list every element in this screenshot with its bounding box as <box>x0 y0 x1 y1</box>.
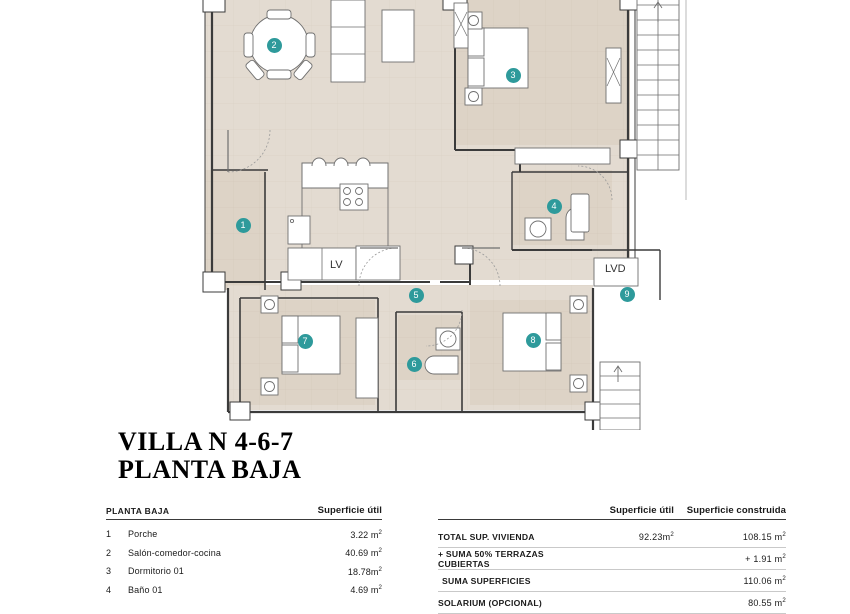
room-area: 18.78m2 <box>347 565 382 577</box>
kitchen <box>287 157 401 281</box>
title-line-1: VILLA N 4-6-7 <box>118 427 294 456</box>
room-schedule-body: 1 Porche 3.22 m2 2 Salón-comedor-cocina 40.69… <box>106 525 382 599</box>
room-schedule-row: 2 Salón-comedor-cocina 40.69 m2 <box>106 544 382 563</box>
room-schedule-row: 3 Dormitorio 01 18.78m2 <box>106 562 382 581</box>
room-area: 3.22 m2 <box>350 528 382 540</box>
laundry-lvd-label: LVD <box>605 263 626 275</box>
summary-label: TOTAL SUP. VIVIENDA <box>438 531 535 542</box>
room-schedule-row: 4 Baño 01 4.69 m2 <box>106 581 382 600</box>
room-marker-distribuidor: 5 <box>408 287 424 303</box>
summary-label: SUMA SUPERFICIES <box>442 575 531 586</box>
room-marker-terraza: 9 <box>619 286 635 302</box>
room-marker-dormitorio-03: 8 <box>525 332 541 348</box>
plan-furniture <box>243 0 639 399</box>
wardrobe <box>355 317 379 399</box>
bed-bedroom-8 <box>502 295 588 393</box>
room-name: Salón-comedor-cocina <box>128 547 222 558</box>
room-marker-salon-comedor-cocina: 2 <box>266 37 282 53</box>
summary-row: SUMA SUPERFICIES 110.06 m2 <box>438 570 786 592</box>
side-table <box>381 9 415 63</box>
bathroom-4-fixtures <box>524 193 590 241</box>
summary-col-util: Superficie útil <box>609 505 674 516</box>
summary-row: + SUMA 50% TERRAZAS CUBIERTAS + 1.91 m2 <box>438 548 786 570</box>
summary-row: TOTAL SUP. VIVIENDA 92.23m2 108.15 m2 <box>438 526 786 548</box>
room-schedule-row: 1 Porche 3.22 m2 <box>106 525 382 544</box>
summary-construida: 108.15 m2 <box>742 531 786 542</box>
room-number: 3 <box>106 566 112 577</box>
summary-row: SOLARIUM (OPCIONAL) 80.55 m2 <box>438 592 786 614</box>
page-title: VILLA N 4-6-7 PLANTA BAJA <box>118 428 301 484</box>
room-name: Baño 01 <box>128 584 163 595</box>
summary-util: 92.23m2 <box>638 531 674 542</box>
summary-col-construida: Superficie construida <box>686 505 786 516</box>
summary-table: Superficie útil Superficie construida TO… <box>438 505 786 614</box>
summary-table-header: Superficie útil Superficie construida <box>438 505 786 520</box>
bathroom-6-fixtures <box>424 327 461 375</box>
room-number: 2 <box>106 547 112 558</box>
bed-bedroom-3 <box>464 11 529 106</box>
room-number: 1 <box>106 529 112 540</box>
title-line-2: PLANTA BAJA <box>118 455 302 484</box>
summary-construida: 80.55 m2 <box>748 597 786 608</box>
plan-door-leaves <box>227 130 500 249</box>
kitchen-lv-label: LV <box>330 259 343 271</box>
laundry-lvd <box>593 257 639 287</box>
stairs-upper <box>636 0 680 171</box>
room-schedule-col-util: Superficie útil <box>317 505 382 516</box>
wardrobe <box>453 2 469 49</box>
room-schedule-title: PLANTA BAJA <box>106 506 170 516</box>
room-marker-porche: 1 <box>235 217 251 233</box>
room-name: Dormitorio 01 <box>128 566 184 577</box>
summary-construida: + 1.91 m2 <box>745 553 786 564</box>
room-schedule-header: PLANTA BAJA Superficie útil <box>106 505 382 520</box>
summary-construida: 110.06 m2 <box>743 575 786 586</box>
room-marker-bano-01: 4 <box>546 198 562 214</box>
floor-plan-drawing: LV LVD 1 2 3 4 5 6 7 8 9 <box>202 0 687 430</box>
room-area: 40.69 m2 <box>345 547 382 559</box>
plan-openings <box>202 0 643 421</box>
wardrobe <box>605 47 622 104</box>
room-area: 4.69 m2 <box>350 584 382 596</box>
sofa <box>330 0 366 83</box>
summary-label: SOLARIUM (OPCIONAL) <box>438 597 543 608</box>
room-marker-bano-02: 6 <box>406 356 422 372</box>
room-schedule-table: PLANTA BAJA Superficie útil 1 Porche 3.22 … <box>106 505 382 599</box>
room-marker-dormitorio-02: 7 <box>297 333 313 349</box>
room-name: Porche <box>128 529 158 540</box>
room-marker-dormitorio-01: 3 <box>505 67 521 83</box>
plan-walls <box>204 0 661 430</box>
summary-label: + SUMA 50% TERRAZAS CUBIERTAS <box>438 548 544 569</box>
plan-door-swings <box>227 129 613 347</box>
room-number: 4 <box>106 584 112 595</box>
summary-table-body: TOTAL SUP. VIVIENDA 92.23m2 108.15 m2 + SUM… <box>438 526 786 614</box>
stairs-lower <box>599 361 641 430</box>
